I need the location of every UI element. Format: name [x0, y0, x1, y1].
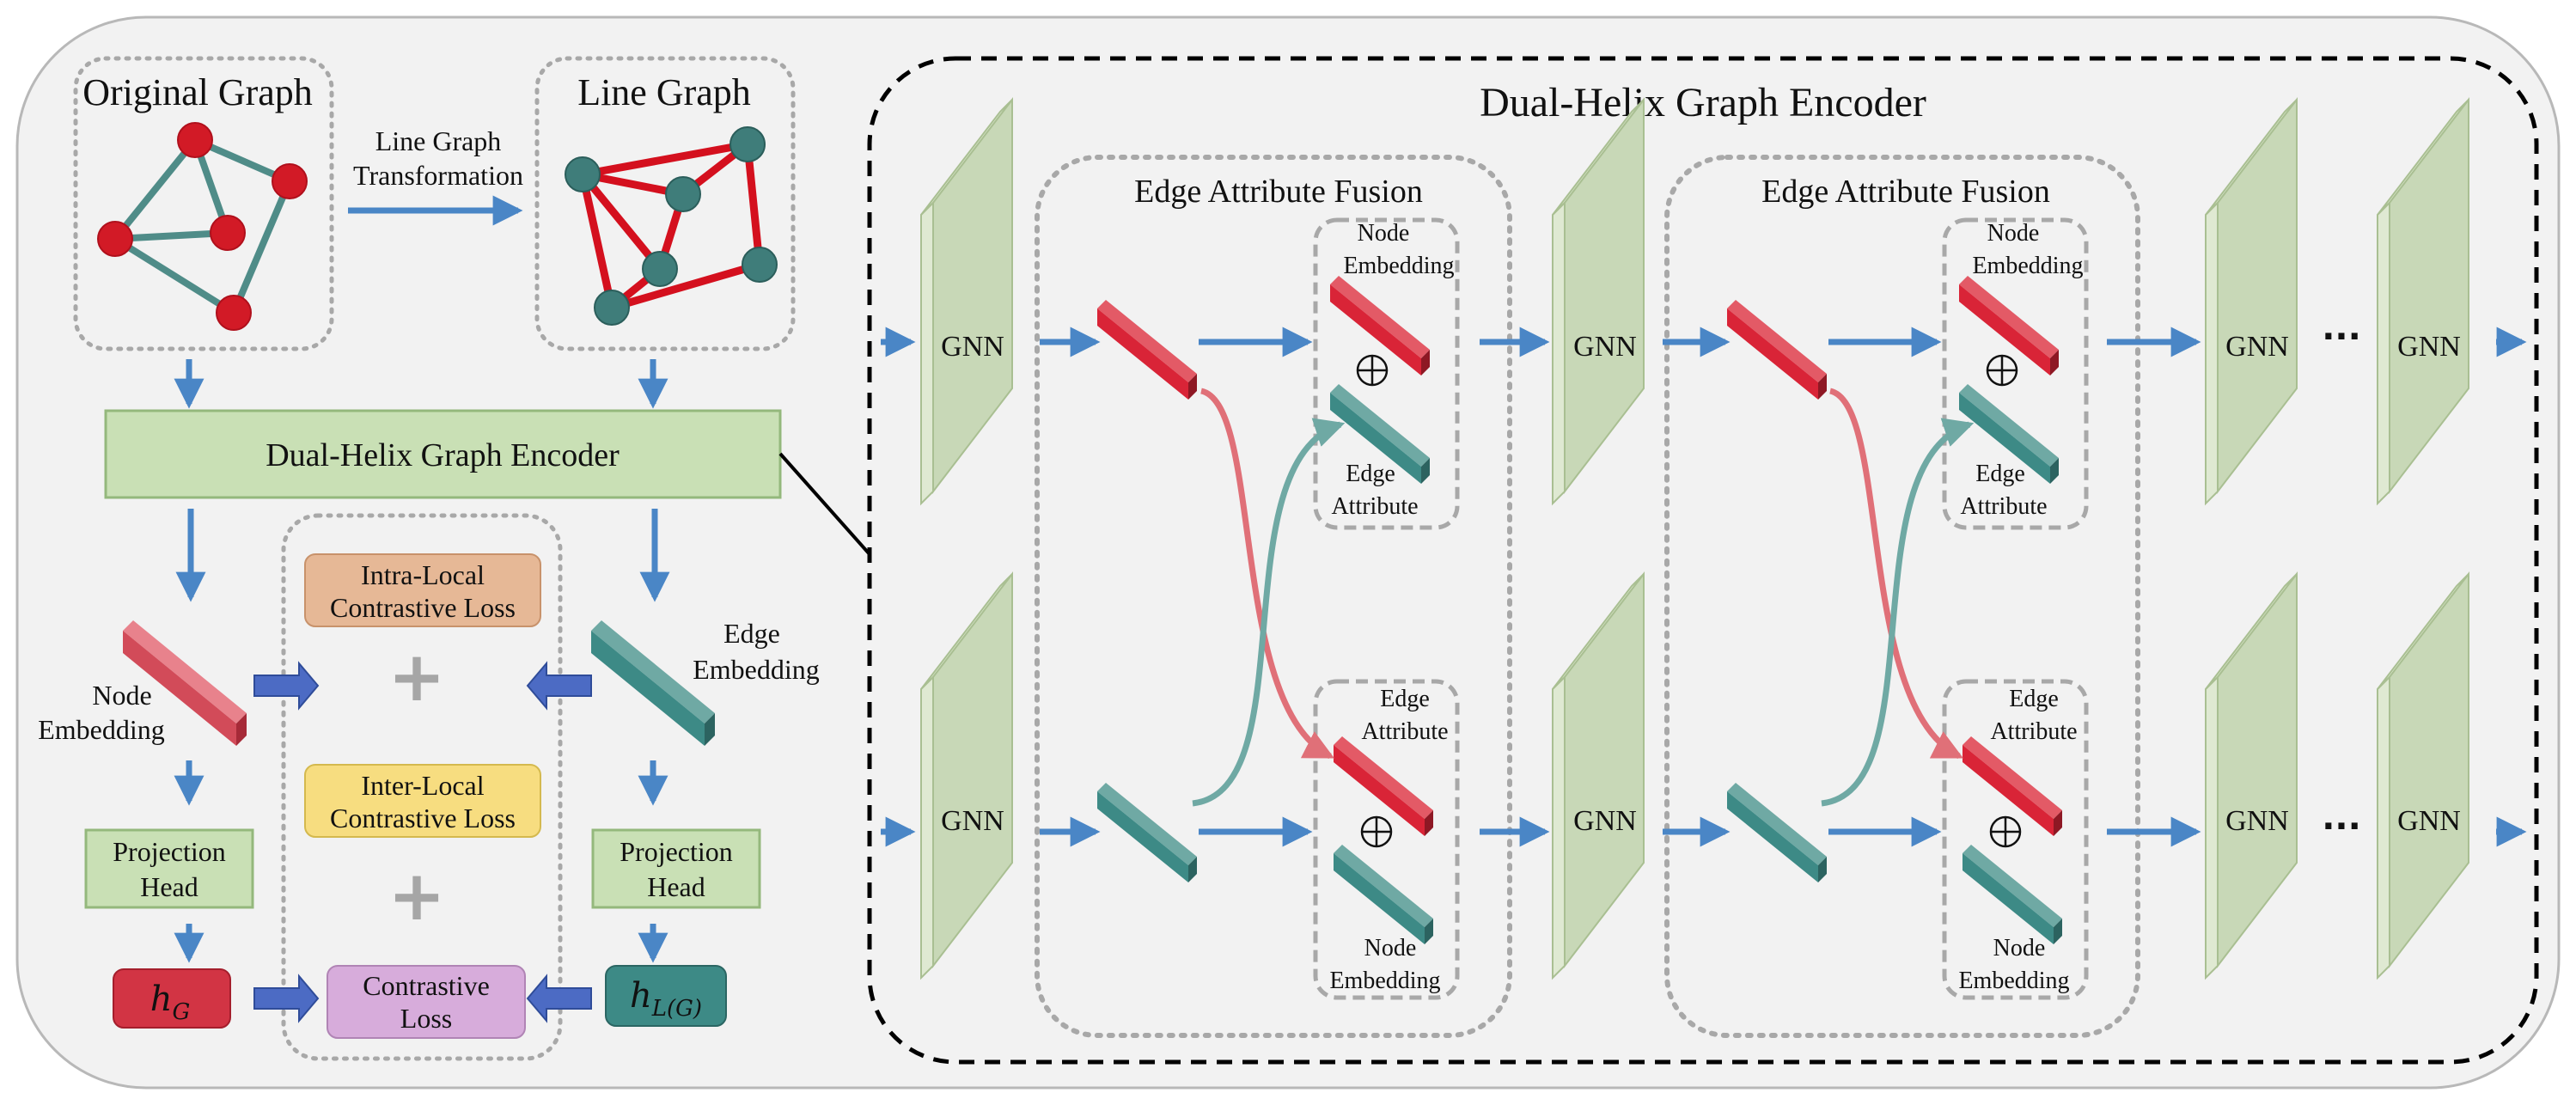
hlg-box: [605, 965, 727, 1027]
original-graph-nodes: [97, 122, 308, 331]
fusion-frame-2: [1664, 155, 2140, 1038]
line-graph-nodes: [565, 126, 778, 326]
fusion1-teal-curve: [1192, 418, 1346, 807]
inter-loss-box: [304, 764, 541, 838]
fusion1-red-curve: [1199, 388, 1334, 760]
svg-text:GNN: GNN: [941, 331, 1004, 363]
svg-text:GNN: GNN: [2225, 805, 2289, 837]
block-arrow-hlg-to-contrast: [526, 974, 592, 1023]
svg-text:Embedding: Embedding: [1958, 968, 2069, 994]
block-arrow-edge-to-intra: [526, 661, 592, 711]
svg-text:Attribute: Attribute: [1990, 718, 2077, 745]
svg-text:GNN: GNN: [2397, 331, 2461, 363]
contrastive-loss-label-2: Loss: [400, 1003, 452, 1034]
svg-text:Embedding: Embedding: [1972, 253, 2083, 279]
hlg-label: hL(G): [630, 976, 702, 1022]
block-arrow-hg-to-contrast: [253, 974, 320, 1023]
svg-text:Node: Node: [1364, 935, 1417, 962]
intra-loss-label-1: Intra-Local: [361, 559, 485, 590]
loss-frame: [281, 513, 563, 1061]
ellipsis-bottom: ···: [2322, 807, 2361, 846]
projection-head-right-label-2: Head: [647, 871, 705, 902]
edge-embedding-label-2: Embedding: [693, 654, 820, 685]
fusion2-teal-curve: [1821, 418, 1975, 807]
svg-text:Edge: Edge: [1346, 461, 1395, 487]
svg-text:GNN: GNN: [1573, 805, 1637, 837]
detail-frame: [867, 56, 2539, 1065]
projection-head-left: [84, 828, 254, 909]
ellipsis-top: ···: [2322, 317, 2361, 357]
inner-boxes: [1313, 217, 2089, 1000]
original-graph-frame: [73, 56, 334, 351]
svg-text:GNN: GNN: [941, 805, 1004, 837]
original-graph-title: Original Graph: [82, 71, 313, 113]
oplus-icons: [1356, 354, 2022, 848]
svg-text:Attribute: Attribute: [1361, 718, 1448, 745]
svg-text:Edge: Edge: [2009, 686, 2059, 712]
fusion2-red-curve: [1828, 388, 1964, 760]
node-embedding-label-2: Embedding: [38, 714, 165, 745]
contrastive-loss-box: [327, 965, 526, 1039]
svg-text:Edge: Edge: [1975, 461, 2025, 487]
line-graph-frame: [534, 56, 796, 351]
block-arrow-node-to-intra: [253, 661, 320, 711]
svg-text:GNN: GNN: [1573, 331, 1637, 363]
svg-text:Attribute: Attribute: [1331, 493, 1418, 520]
projection-head-left-label-1: Projection: [113, 836, 226, 867]
svg-text:Node: Node: [1993, 935, 2046, 962]
svg-text:Attribute: Attribute: [1960, 493, 2047, 520]
projection-head-right-label-1: Projection: [620, 836, 733, 867]
projection-head-left-label-2: Head: [140, 871, 198, 902]
transform-label: Line Graph: [375, 125, 502, 156]
flow-arrows: [881, 327, 2527, 847]
inter-loss-label-2: Contrastive Loss: [330, 803, 516, 833]
projection-head-right: [591, 828, 761, 909]
transform-label-2: Transformation: [353, 160, 523, 191]
hg-box: [113, 968, 231, 1029]
inter-loss-label-1: Inter-Local: [361, 770, 484, 801]
line-graph-title: Line Graph: [577, 71, 751, 113]
plus-sign-2: +: [388, 856, 445, 936]
svg-text:GNN: GNN: [2397, 805, 2461, 837]
contrastive-loss-label-1: Contrastive: [363, 970, 490, 1001]
fusion2-inner-labels: Node Embedding Edge Attribute Edge Attri…: [1958, 220, 2083, 994]
svg-text:Node: Node: [1987, 220, 2040, 247]
detail-connector: [778, 452, 871, 556]
detail-title: Dual-Helix Graph Encoder: [1480, 80, 1926, 125]
gnn-labels: GNN GNN GNN GNN GNN GNN GNN GNN: [941, 331, 2461, 837]
plus-sign-1: +: [388, 637, 445, 717]
svg-text:Embedding: Embedding: [1343, 253, 1454, 279]
svg-text:GNN: GNN: [2225, 331, 2289, 363]
fusion-title-1: Edge Attribute Fusion: [1134, 174, 1423, 210]
svg-text:Edge: Edge: [1380, 686, 1430, 712]
edge-embedding-label-1: Edge: [723, 618, 780, 649]
intra-loss-box: [304, 553, 541, 627]
node-embedding-label-1: Node: [92, 680, 151, 711]
fusion1-inner-labels: Node Embedding Edge Attribute Edge Attri…: [1329, 220, 1454, 994]
encoder-box: [104, 409, 782, 499]
hg-label: hG: [150, 980, 191, 1025]
encoder-box-label: Dual-Helix Graph Encoder: [266, 437, 620, 473]
intra-loss-label-2: Contrastive Loss: [330, 592, 516, 623]
svg-text:Embedding: Embedding: [1329, 968, 1440, 994]
svg-text:Node: Node: [1358, 220, 1410, 247]
fusion-title-2: Edge Attribute Fusion: [1761, 174, 2050, 210]
